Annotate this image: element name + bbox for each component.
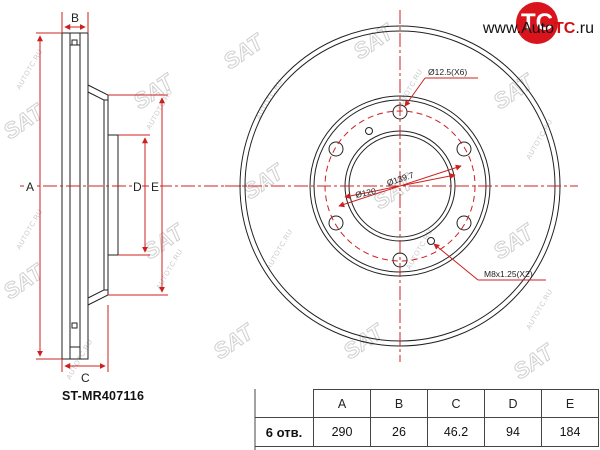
- spec-value-b: 26: [370, 417, 428, 447]
- spec-value-row: 6 отв. 290 26 46.2 94 184: [255, 417, 599, 447]
- spec-value-e: 184: [541, 417, 599, 447]
- watermark-url: AUTOTC.RU: [266, 228, 295, 271]
- bolt-hole: [328, 141, 344, 157]
- watermark-logo: SAT: [489, 218, 539, 264]
- side-view-labels: A B C D E: [24, 11, 160, 385]
- thread-label: M8x1.25(X2): [484, 269, 533, 279]
- spec-table: A B C D E 6 отв. 290 26 46.2 94 184: [255, 389, 599, 447]
- spec-header-e: E: [541, 389, 599, 418]
- watermark-logo: SAT: [349, 18, 399, 64]
- watermark-url: AUTOTC.RU: [526, 118, 555, 161]
- site-suffix: .ru: [575, 20, 594, 37]
- bolt-hole-label: Ø12.5(X6): [428, 67, 467, 77]
- site-url[interactable]: www.AutoTC.ru: [483, 20, 594, 38]
- rotor-hat: [87, 84, 109, 306]
- center-bore-label: Ø120: [354, 186, 377, 200]
- watermark-logo: SAT: [0, 258, 49, 304]
- thread-hole: [427, 237, 435, 245]
- rotor-plate-inner: [79, 32, 89, 360]
- spec-holes: 6 отв.: [255, 417, 314, 447]
- spec-header-a: A: [313, 389, 371, 418]
- part-number: ST-MR407116: [62, 389, 145, 403]
- watermark-layer: SAT SAT SAT SAT SAT SAT SAT SAT SAT SAT …: [0, 18, 559, 385]
- spec-value-d: 94: [484, 417, 542, 447]
- watermark-url: AUTOTC.RU: [406, 228, 435, 271]
- watermark-logo: SAT: [219, 28, 269, 74]
- site-highlight: TC: [554, 20, 576, 37]
- spec-header-c: C: [427, 389, 485, 418]
- spec-corner: [255, 389, 314, 418]
- label-a: A: [26, 180, 34, 194]
- side-view-dimensions: [20, 12, 250, 372]
- rotor-plate-outer: [61, 32, 71, 360]
- spec-value-c: 46.2: [427, 417, 485, 447]
- bolt-hole: [456, 141, 472, 157]
- side-view: [61, 32, 119, 360]
- bolt-hole: [328, 215, 344, 231]
- spec-header-d: D: [484, 389, 542, 418]
- autotc-badge-logo: TC: [516, 2, 558, 44]
- watermark-logo: SAT: [489, 68, 539, 114]
- watermark-logo: SAT: [0, 98, 49, 144]
- watermark-url: AUTOTC.RU: [526, 288, 555, 331]
- watermark-logo: SAT: [139, 218, 189, 264]
- site-prefix: www.Auto: [482, 20, 554, 37]
- spec-header-b: B: [370, 389, 428, 418]
- bolt-hole: [456, 215, 472, 231]
- spec-value-a: 290: [313, 417, 371, 447]
- watermark-logo: SAT: [209, 318, 259, 364]
- spec-header-row: A B C D E: [255, 389, 599, 418]
- label-e: E: [151, 180, 159, 194]
- label-b: B: [71, 11, 79, 25]
- thread-hole: [365, 127, 373, 135]
- watermark-logo: SAT: [339, 318, 389, 364]
- watermark-url: AUTOTC.RU: [256, 78, 285, 121]
- front-view-dimensions: [225, 10, 578, 362]
- label-d: D: [133, 180, 142, 194]
- watermark-logo: SAT: [509, 338, 559, 384]
- label-c: C: [81, 371, 90, 385]
